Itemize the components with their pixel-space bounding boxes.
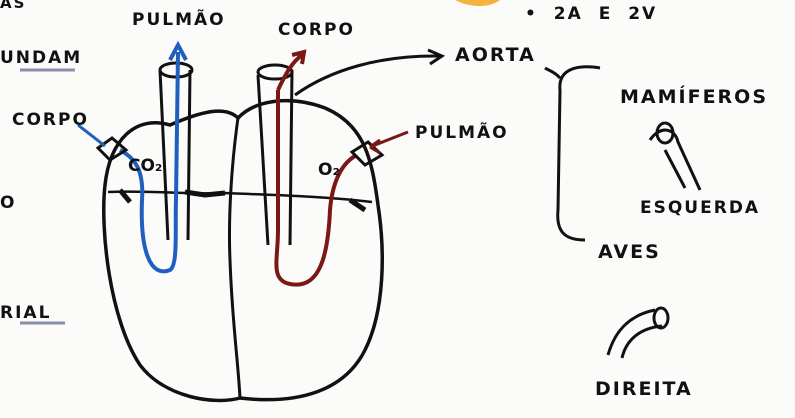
left-arch-top: [657, 123, 673, 143]
fragment-second: UNDAM: [0, 50, 82, 67]
label-pulmao-right: PULMÃO: [415, 125, 509, 142]
fragment-third: O: [0, 195, 16, 212]
label-aves: AVES: [598, 243, 661, 262]
chambers-note: • 2A E 2V: [525, 6, 657, 23]
highlight-mark: [455, 0, 500, 6]
label-o2: O₂: [318, 162, 340, 179]
pulmonary-vein-arrow: [370, 132, 408, 153]
label-pulmao-top: PULMÃO: [132, 12, 226, 29]
label-aorta: AORTA: [455, 46, 536, 65]
label-corpo-left: CORPO: [12, 112, 89, 129]
fragment-top: AS: [0, 0, 26, 11]
label-corpo-top: CORPO: [278, 22, 355, 39]
label-esquerda: ESQUERDA: [640, 200, 760, 217]
label-direita: DIREITA: [595, 380, 693, 399]
aorta-tube: [258, 70, 292, 245]
aorta-arrow: [295, 56, 440, 95]
fragment-bottom: RIAL: [0, 305, 51, 322]
label-mamiferos: MAMÍFEROS: [620, 88, 768, 107]
heart-septum: [229, 118, 240, 398]
brace: [545, 67, 600, 240]
label-co2: CO₂: [128, 158, 162, 175]
